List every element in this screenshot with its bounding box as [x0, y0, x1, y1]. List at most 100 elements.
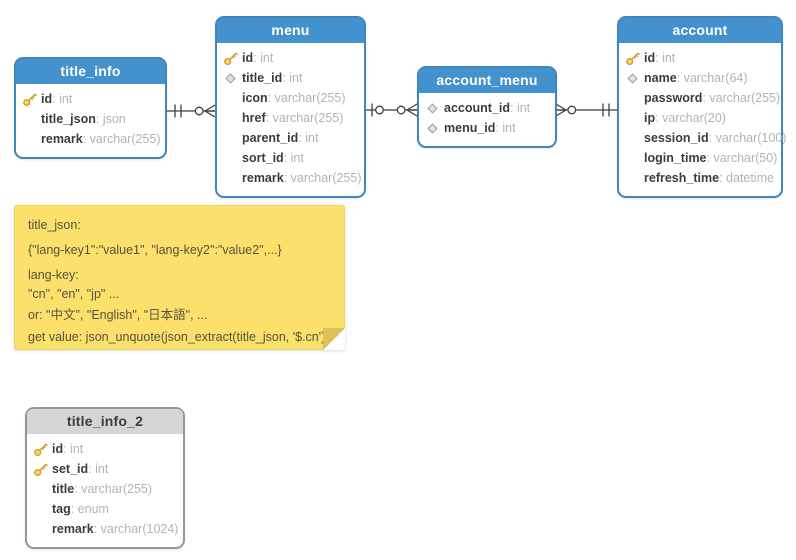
sticky-note[interactable]: title_json: {"lang-key1":"value1", "lang-… [14, 205, 345, 350]
table-body: account_idintmenu_idint [419, 93, 555, 146]
field-type: varchar(50) [707, 151, 777, 165]
table-row-title_json[interactable]: title_jsonjson [21, 109, 159, 129]
field-name: icon [242, 91, 268, 105]
field-name: title [52, 482, 75, 496]
field-name: remark [242, 171, 284, 185]
no-icon-spacer [32, 521, 49, 537]
field-type: int [284, 151, 304, 165]
relationship-title_info-menu[interactable] [167, 104, 216, 118]
no-icon-spacer [624, 130, 641, 146]
field-name: session_id [644, 131, 709, 145]
no-icon-spacer [32, 501, 49, 517]
no-icon-spacer [222, 130, 239, 146]
table-title-menu[interactable]: menu [217, 18, 364, 43]
table-row-title_id[interactable]: title_idint [222, 68, 358, 88]
table-row-sort_id[interactable]: sort_idint [222, 148, 358, 168]
field-type: enum [71, 502, 109, 516]
table-row-id[interactable]: idint [21, 89, 159, 109]
field-name: remark [41, 132, 83, 146]
field-name: id [644, 51, 656, 65]
table-menu[interactable]: menuidinttitle_idinticonvarchar(255)href… [215, 16, 366, 198]
no-icon-spacer [624, 110, 641, 126]
field-type: int [52, 92, 72, 106]
primary-key-icon [32, 441, 49, 457]
field-name: parent_id [242, 131, 299, 145]
field-name: name [644, 71, 677, 85]
table-row-remark[interactable]: remarkvarchar(1024) [32, 519, 179, 539]
note-line: title_json: [28, 218, 81, 232]
foreign-key-diamond-icon [624, 70, 641, 86]
table-body: idintnamevarchar(64)passwordvarchar(255)… [619, 43, 786, 196]
table-row-tag[interactable]: tagenum [32, 499, 177, 519]
primary-key-icon [32, 461, 49, 477]
field-type: int [510, 101, 530, 115]
note-line: {"lang-key1":"value1", "lang-key2":"valu… [28, 243, 282, 257]
table-row-session_id[interactable]: session_idvarchar(100) [624, 128, 786, 148]
sticky-note-text: title_json: {"lang-key1":"value1", "lang-… [28, 217, 331, 345]
no-icon-spacer [624, 90, 641, 106]
table-row-parent_id[interactable]: parent_idint [222, 128, 358, 148]
relationship-menu-account_menu[interactable] [366, 103, 418, 117]
no-icon-spacer [222, 90, 239, 106]
table-row-id[interactable]: idint [222, 48, 358, 68]
field-name: id [52, 442, 64, 456]
no-icon-spacer [624, 150, 641, 166]
field-type: datetime [719, 171, 774, 185]
table-row-remark[interactable]: remarkvarchar(255) [222, 168, 362, 188]
table-row-ip[interactable]: ipvarchar(20) [624, 108, 775, 128]
note-line: lang-key: [28, 268, 79, 282]
field-name: login_time [644, 151, 707, 165]
field-name: set_id [52, 462, 89, 476]
field-name: sort_id [242, 151, 284, 165]
field-name: password [644, 91, 703, 105]
no-icon-spacer [222, 170, 239, 186]
table-title_info_2[interactable]: title_info_2idintset_idinttitlevarchar(2… [25, 407, 185, 549]
field-name: tag [52, 502, 71, 516]
field-name: href [242, 111, 266, 125]
table-body: idintset_idinttitlevarchar(255)tagenumre… [27, 434, 183, 547]
foreign-key-diamond-icon [424, 100, 441, 116]
table-title-account[interactable]: account [619, 18, 781, 43]
field-type: varchar(255) [83, 132, 161, 146]
field-type: int [63, 442, 83, 456]
table-row-login_time[interactable]: login_timevarchar(50) [624, 148, 777, 168]
relationship-account_menu-account[interactable] [555, 103, 617, 117]
field-type: varchar(100) [709, 131, 787, 145]
field-name: title_json [41, 112, 96, 126]
field-type: varchar(255) [702, 91, 780, 105]
primary-key-icon [222, 50, 239, 66]
table-title-account_menu[interactable]: account_menu [419, 68, 555, 93]
table-row-account_id[interactable]: account_idint [424, 98, 549, 118]
table-title-title_info_2[interactable]: title_info_2 [27, 409, 183, 434]
table-row-remark[interactable]: remarkvarchar(255) [21, 129, 161, 149]
table-row-title[interactable]: titlevarchar(255) [32, 479, 177, 499]
table-account[interactable]: accountidintnamevarchar(64)passwordvarch… [617, 16, 786, 198]
field-name: id [242, 51, 254, 65]
table-row-id[interactable]: idint [624, 48, 775, 68]
table-row-icon[interactable]: iconvarchar(255) [222, 88, 358, 108]
note-line: get value: json_unquote(json_extract(tit… [28, 330, 326, 344]
table-title-title_info[interactable]: title_info [16, 59, 165, 84]
no-icon-spacer [32, 481, 49, 497]
field-type: varchar(255) [266, 111, 344, 125]
field-name: id [41, 92, 53, 106]
table-row-refresh_time[interactable]: refresh_timedatetime [624, 168, 775, 188]
table-row-id[interactable]: idint [32, 439, 177, 459]
table-body: idinttitle_jsonjsonremarkvarchar(255) [16, 84, 165, 157]
note-line: "cn", "en", "jp" ... [28, 287, 120, 301]
no-icon-spacer [624, 170, 641, 186]
field-type: int [282, 71, 302, 85]
primary-key-icon [624, 50, 641, 66]
table-title_info[interactable]: title_infoidinttitle_jsonjsonremarkvarch… [14, 57, 167, 159]
field-name: ip [644, 111, 656, 125]
note-folded-corner-icon [323, 328, 345, 350]
note-line: or: "中文", "English", "日本語", ... [28, 308, 208, 322]
table-row-menu_id[interactable]: menu_idint [424, 118, 549, 138]
table-row-href[interactable]: hrefvarchar(255) [222, 108, 358, 128]
table-row-password[interactable]: passwordvarchar(255) [624, 88, 780, 108]
field-type: varchar(255) [284, 171, 362, 185]
field-type: varchar(1024) [94, 522, 179, 536]
table-row-set_id[interactable]: set_idint [32, 459, 177, 479]
table-row-name[interactable]: namevarchar(64) [624, 68, 775, 88]
